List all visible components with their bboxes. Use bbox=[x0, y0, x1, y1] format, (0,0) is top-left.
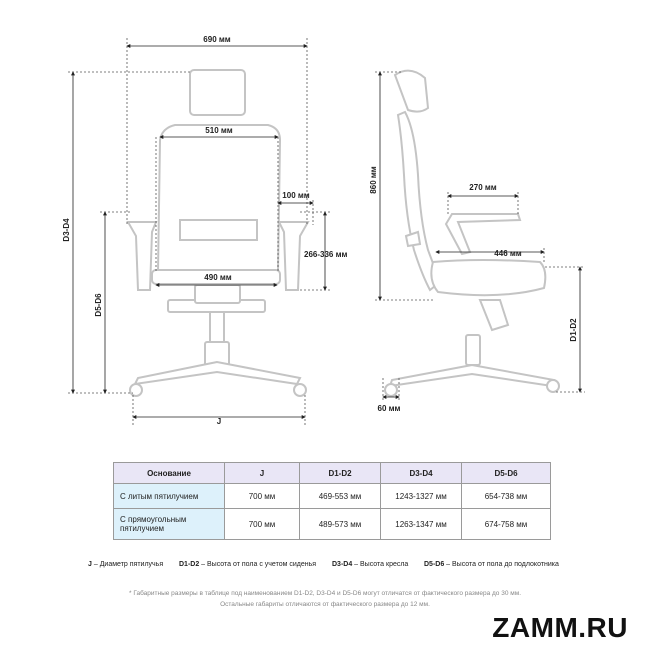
label-armrest-width: 100 мм bbox=[282, 191, 309, 200]
table-cell: 1243-1327 мм bbox=[380, 483, 462, 509]
side-mechanism bbox=[478, 299, 510, 332]
label-armrest-floor-height: D5-D6 bbox=[94, 293, 103, 317]
legend-item-d56: D5-D6 – Высота от пола до подлокотника bbox=[424, 561, 559, 568]
side-caster-left bbox=[384, 383, 398, 397]
table-row: С литым пятилучием 700 мм 469-553 мм 124… bbox=[113, 483, 551, 509]
table-cell: 1263-1347 мм bbox=[380, 508, 462, 540]
label-seat-width: 490 мм bbox=[204, 273, 231, 282]
table-row-label: С прямоугольным пятилучием bbox=[113, 508, 225, 540]
label-height-total: D3-D4 bbox=[62, 218, 71, 242]
legend-key: D3-D4 bbox=[332, 561, 353, 568]
legend-item-j: J – Диаметр пятилучья bbox=[88, 561, 163, 568]
chair-dimension-diagram: 690 мм 510 мм 100 мм 266-336 мм 490 мм J… bbox=[62, 35, 585, 426]
side-headrest bbox=[393, 69, 430, 113]
table-cell: 654-738 мм bbox=[461, 483, 551, 509]
caster-right bbox=[293, 383, 307, 397]
table-header: D1-D2 bbox=[299, 462, 381, 484]
side-seat bbox=[430, 259, 547, 297]
lumbar-frame bbox=[179, 219, 258, 241]
legend-item-d12: D1-D2 – Высота от пола с учетом сиденья bbox=[179, 561, 316, 568]
side-gas-lift bbox=[465, 334, 481, 366]
legend-text: – Диаметр пятилучья bbox=[91, 561, 164, 568]
label-armrest-depth: 270 мм bbox=[469, 183, 496, 192]
side-view-dimensions bbox=[375, 71, 585, 400]
legend-text: – Высота кресла bbox=[352, 561, 409, 568]
label-seat-depth: 446 мм bbox=[494, 249, 521, 258]
table-header-row: Основание J D1-D2 D3-D4 D5-D6 bbox=[113, 462, 551, 484]
side-view-chair bbox=[384, 69, 560, 397]
label-back-width: 510 мм bbox=[205, 126, 232, 135]
table-header: D3-D4 bbox=[380, 462, 462, 484]
table-cell: 700 мм bbox=[224, 508, 300, 540]
footnote-line-2: Остальные габариты отличаются от фактиче… bbox=[220, 601, 430, 608]
legend-key: J bbox=[88, 561, 92, 568]
table-row: С прямоугольным пятилучием 700 мм 489-57… bbox=[113, 508, 551, 540]
table-header: Основание bbox=[113, 462, 225, 484]
mechanism-block bbox=[194, 284, 241, 304]
footnote-line-1: * Габаритные размеры в таблице под наиме… bbox=[128, 590, 522, 597]
label-base-diameter: J bbox=[217, 417, 221, 426]
side-armrest bbox=[444, 213, 522, 256]
label-back-height: 860 мм bbox=[369, 166, 378, 193]
legend-key: D5-D6 bbox=[424, 561, 445, 568]
table-row-label: С литым пятилучием bbox=[113, 483, 225, 509]
label-overall-width: 690 мм bbox=[203, 35, 230, 44]
brand-logo: ZAMM.RU bbox=[492, 612, 628, 643]
spec-table: Основание J D1-D2 D3-D4 D5-D6 С литым пя… bbox=[113, 462, 551, 540]
front-view-chair bbox=[126, 69, 310, 397]
table-cell: 469-553 мм bbox=[299, 483, 381, 509]
legend-text: – Высота от пола до подлокотника bbox=[444, 561, 559, 568]
side-caster-right bbox=[546, 379, 560, 393]
lumbar-knob bbox=[404, 230, 422, 248]
label-armrest-height-range: 266-336 мм bbox=[304, 250, 348, 259]
caster-left bbox=[129, 383, 143, 397]
gas-lift bbox=[209, 311, 225, 343]
table-header: J bbox=[224, 462, 300, 484]
label-caster: 60 мм bbox=[378, 404, 401, 413]
label-seat-height: D1-D2 bbox=[569, 318, 578, 342]
legend-key: D1-D2 bbox=[179, 561, 200, 568]
table-cell: 674-758 мм bbox=[461, 508, 551, 540]
table-header: D5-D6 bbox=[461, 462, 551, 484]
table-cell: 700 мм bbox=[224, 483, 300, 509]
headrest bbox=[189, 69, 246, 116]
right-armrest bbox=[277, 221, 310, 291]
legend-item-d34: D3-D4 – Высота кресла bbox=[332, 561, 408, 568]
front-view-dimensions bbox=[68, 38, 330, 425]
backrest bbox=[156, 124, 282, 273]
five-star-base bbox=[133, 360, 302, 386]
table-cell: 489-573 мм bbox=[299, 508, 381, 540]
side-base bbox=[388, 363, 556, 388]
legend-text: – Высота от пола с учетом сиденья bbox=[199, 561, 317, 568]
